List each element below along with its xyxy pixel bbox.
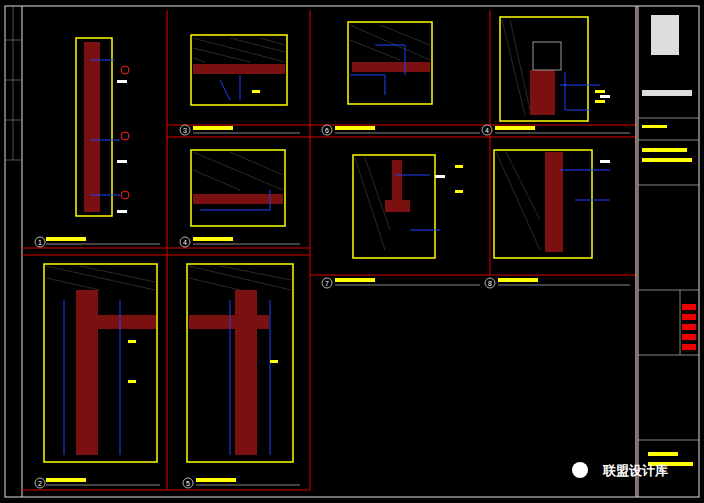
callout-number: 3 [183,127,187,134]
callout-number: 7 [325,280,329,287]
callout-number: 6 [325,127,329,134]
callout-number: 2 [38,480,42,487]
callout-number: 1 [38,239,42,246]
callout-number: 4 [183,239,187,246]
callout-number: 5 [186,480,190,487]
callout-number: 8 [488,280,492,287]
watermark: 联盟设计库 [603,464,668,477]
callout-number: 4 [485,127,489,134]
